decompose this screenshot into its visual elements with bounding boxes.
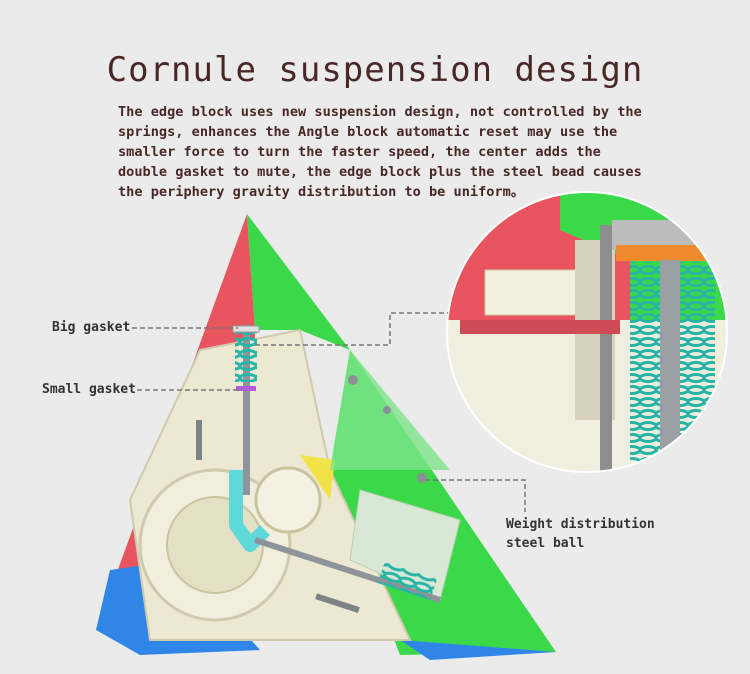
small-gasket-label: Small gasket bbox=[42, 382, 136, 397]
big-gasket-label: Big gasket bbox=[52, 320, 131, 335]
zoom-circle-border bbox=[446, 191, 728, 473]
top-spring bbox=[235, 332, 257, 382]
steel-ball bbox=[348, 375, 358, 385]
description-text: The edge block uses new suspension desig… bbox=[118, 104, 642, 200]
ball-socket bbox=[254, 466, 322, 534]
cyan-rod bbox=[229, 470, 270, 552]
page-title: Cornule suspension design bbox=[106, 50, 644, 90]
small-gasket bbox=[236, 386, 256, 391]
weight-distribution-label: Weight distribution bbox=[506, 517, 655, 532]
blue-face-right bbox=[400, 640, 556, 660]
steel-ball bbox=[383, 406, 391, 414]
steel-shaft-vertical bbox=[243, 325, 250, 495]
leader-line-steel-ball bbox=[425, 479, 526, 512]
screw-lower bbox=[315, 593, 360, 613]
yellow-piece bbox=[300, 455, 335, 500]
steel-ball bbox=[417, 473, 427, 483]
leader-line-zoom bbox=[255, 312, 448, 346]
big-gasket bbox=[232, 325, 260, 333]
lower-spring bbox=[377, 562, 438, 601]
pyraminx-body bbox=[96, 214, 556, 660]
screw-left bbox=[196, 420, 202, 460]
steel-ball-label: steel ball bbox=[506, 536, 585, 551]
green-face-top bbox=[247, 214, 350, 350]
